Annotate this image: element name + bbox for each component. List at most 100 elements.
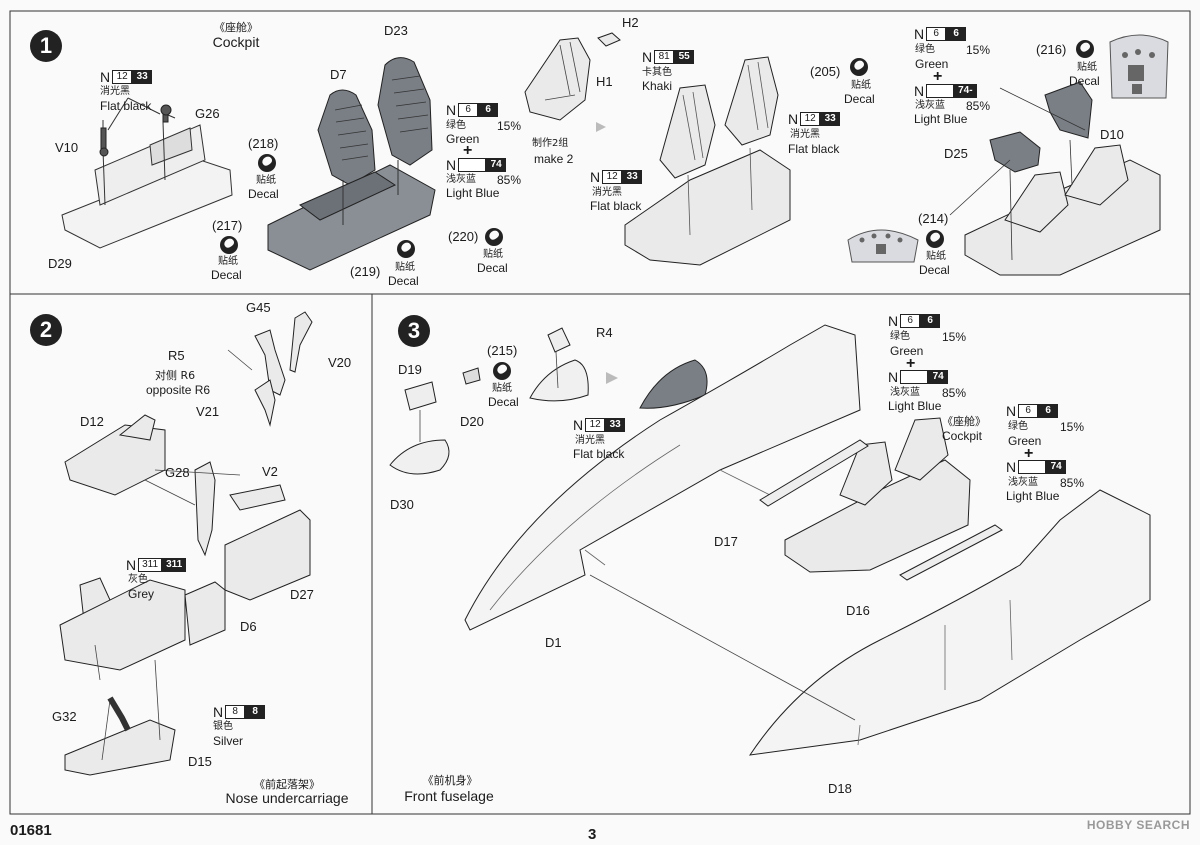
color-zh-label: 浅灰蓝 [446,174,476,185]
watermark: HOBBY SEARCH [1086,818,1190,832]
color-en-label: Green [1008,434,1042,448]
decal-en: Decal [844,92,875,106]
part-label: D17 [714,534,738,549]
cockpit-ref-zh: 《座舱》 [942,415,986,428]
make2-en: make 2 [534,152,574,166]
part-label: G32 [52,709,77,724]
decal-icon [258,154,276,172]
part-label: D23 [384,23,408,38]
part-label: V2 [262,464,278,479]
part-label: V21 [196,404,220,419]
decal-icon [1076,40,1094,58]
step-1-title-zh: 《座舱》 [214,21,258,34]
step-1-title: Cockpit [212,34,260,50]
part-label: D18 [828,781,852,796]
decal-icon [485,228,503,246]
color-zh-label: 绿色 [446,120,466,131]
color-zh-label: 消光黑 [790,129,820,140]
decal-en: Decal [388,274,419,288]
part-label: R4 [596,325,613,340]
part-label: D10 [1100,127,1124,142]
color-en-label: Green [915,57,949,71]
decal-en: Decal [919,263,950,277]
part-label: (216) [1036,42,1067,57]
color-zh-label: 消光黑 [100,86,130,97]
step-3-title: Front fuselage [404,788,494,804]
color-zh-label: 绿色 [915,44,935,55]
color-percent: 85% [966,99,991,113]
step-3-title-zh: 《前机身》 [422,774,478,787]
part-label: V20 [328,355,352,370]
color-en-label: Flat black [590,199,642,213]
color-en-label: Khaki [642,79,673,93]
color-percent: 85% [1060,476,1085,490]
color-en-label: Grey [128,587,155,601]
part-label: R5 [168,348,185,363]
color-en-label: Light Blue [888,399,942,413]
part-label: D12 [80,414,104,429]
plus-icon: + [906,355,916,372]
decal-icon [850,58,868,76]
panel-step-3 [371,293,1191,815]
color-zh-label: 消光黑 [592,187,622,198]
decal-zh: 贴纸 [395,262,415,273]
color-zh-label: 灰色 [128,574,148,585]
decal-zh: 贴纸 [1077,62,1097,73]
part-label: D1 [545,635,562,650]
color-en-label: Silver [213,734,244,748]
part-label: D27 [290,587,314,602]
step-2-badge: 2 [30,314,62,346]
color-percent: 85% [497,173,522,187]
step-3-badge: 3 [398,315,430,347]
cockpit-ref-en: Cockpit [942,429,983,443]
decal-en: Decal [248,187,279,201]
color-zh-label: 绿色 [1008,421,1028,432]
decal-zh: 贴纸 [492,383,512,394]
step-2-title: Nose undercarriage [225,790,349,806]
decal-icon [220,236,238,254]
decal-icon [926,230,944,248]
step-2-title-zh: 《前起落架》 [254,778,320,791]
part-label: H2 [622,15,639,30]
color-en-label: Light Blue [1006,489,1060,503]
decal-en: Decal [1069,74,1100,88]
part-label: D7 [330,67,347,82]
document-code: 01681 [10,822,52,839]
color-en-label: Light Blue [446,186,500,200]
decal-zh: 贴纸 [256,175,276,186]
color-zh-label: 消光黑 [575,435,605,446]
part-label: (219) [350,264,381,279]
part-label: (205) [810,64,841,79]
part-label: (217) [212,218,243,233]
part-label: G45 [246,300,271,315]
page-number: 3 [588,826,597,843]
decal-icon [397,240,415,258]
part-label: D16 [846,603,870,618]
part-label: D29 [48,256,72,271]
part-label: (220) [448,229,479,244]
color-zh-label: 银色 [213,721,233,732]
color-percent: 15% [942,330,967,344]
color-en-label: Flat black [100,99,152,113]
decal-zh: 贴纸 [483,249,503,260]
color-zh-label: 浅灰蓝 [915,100,945,111]
color-percent: 15% [497,119,522,133]
plus-icon: + [933,68,943,85]
decal-en: Decal [211,268,242,282]
decal-en: Decal [477,261,508,275]
color-zh-label: 浅灰蓝 [890,387,920,398]
part-label: G28 [165,465,190,480]
color-percent: 85% [942,386,967,400]
part-label: D15 [188,754,212,769]
color-percent: 15% [966,43,991,57]
